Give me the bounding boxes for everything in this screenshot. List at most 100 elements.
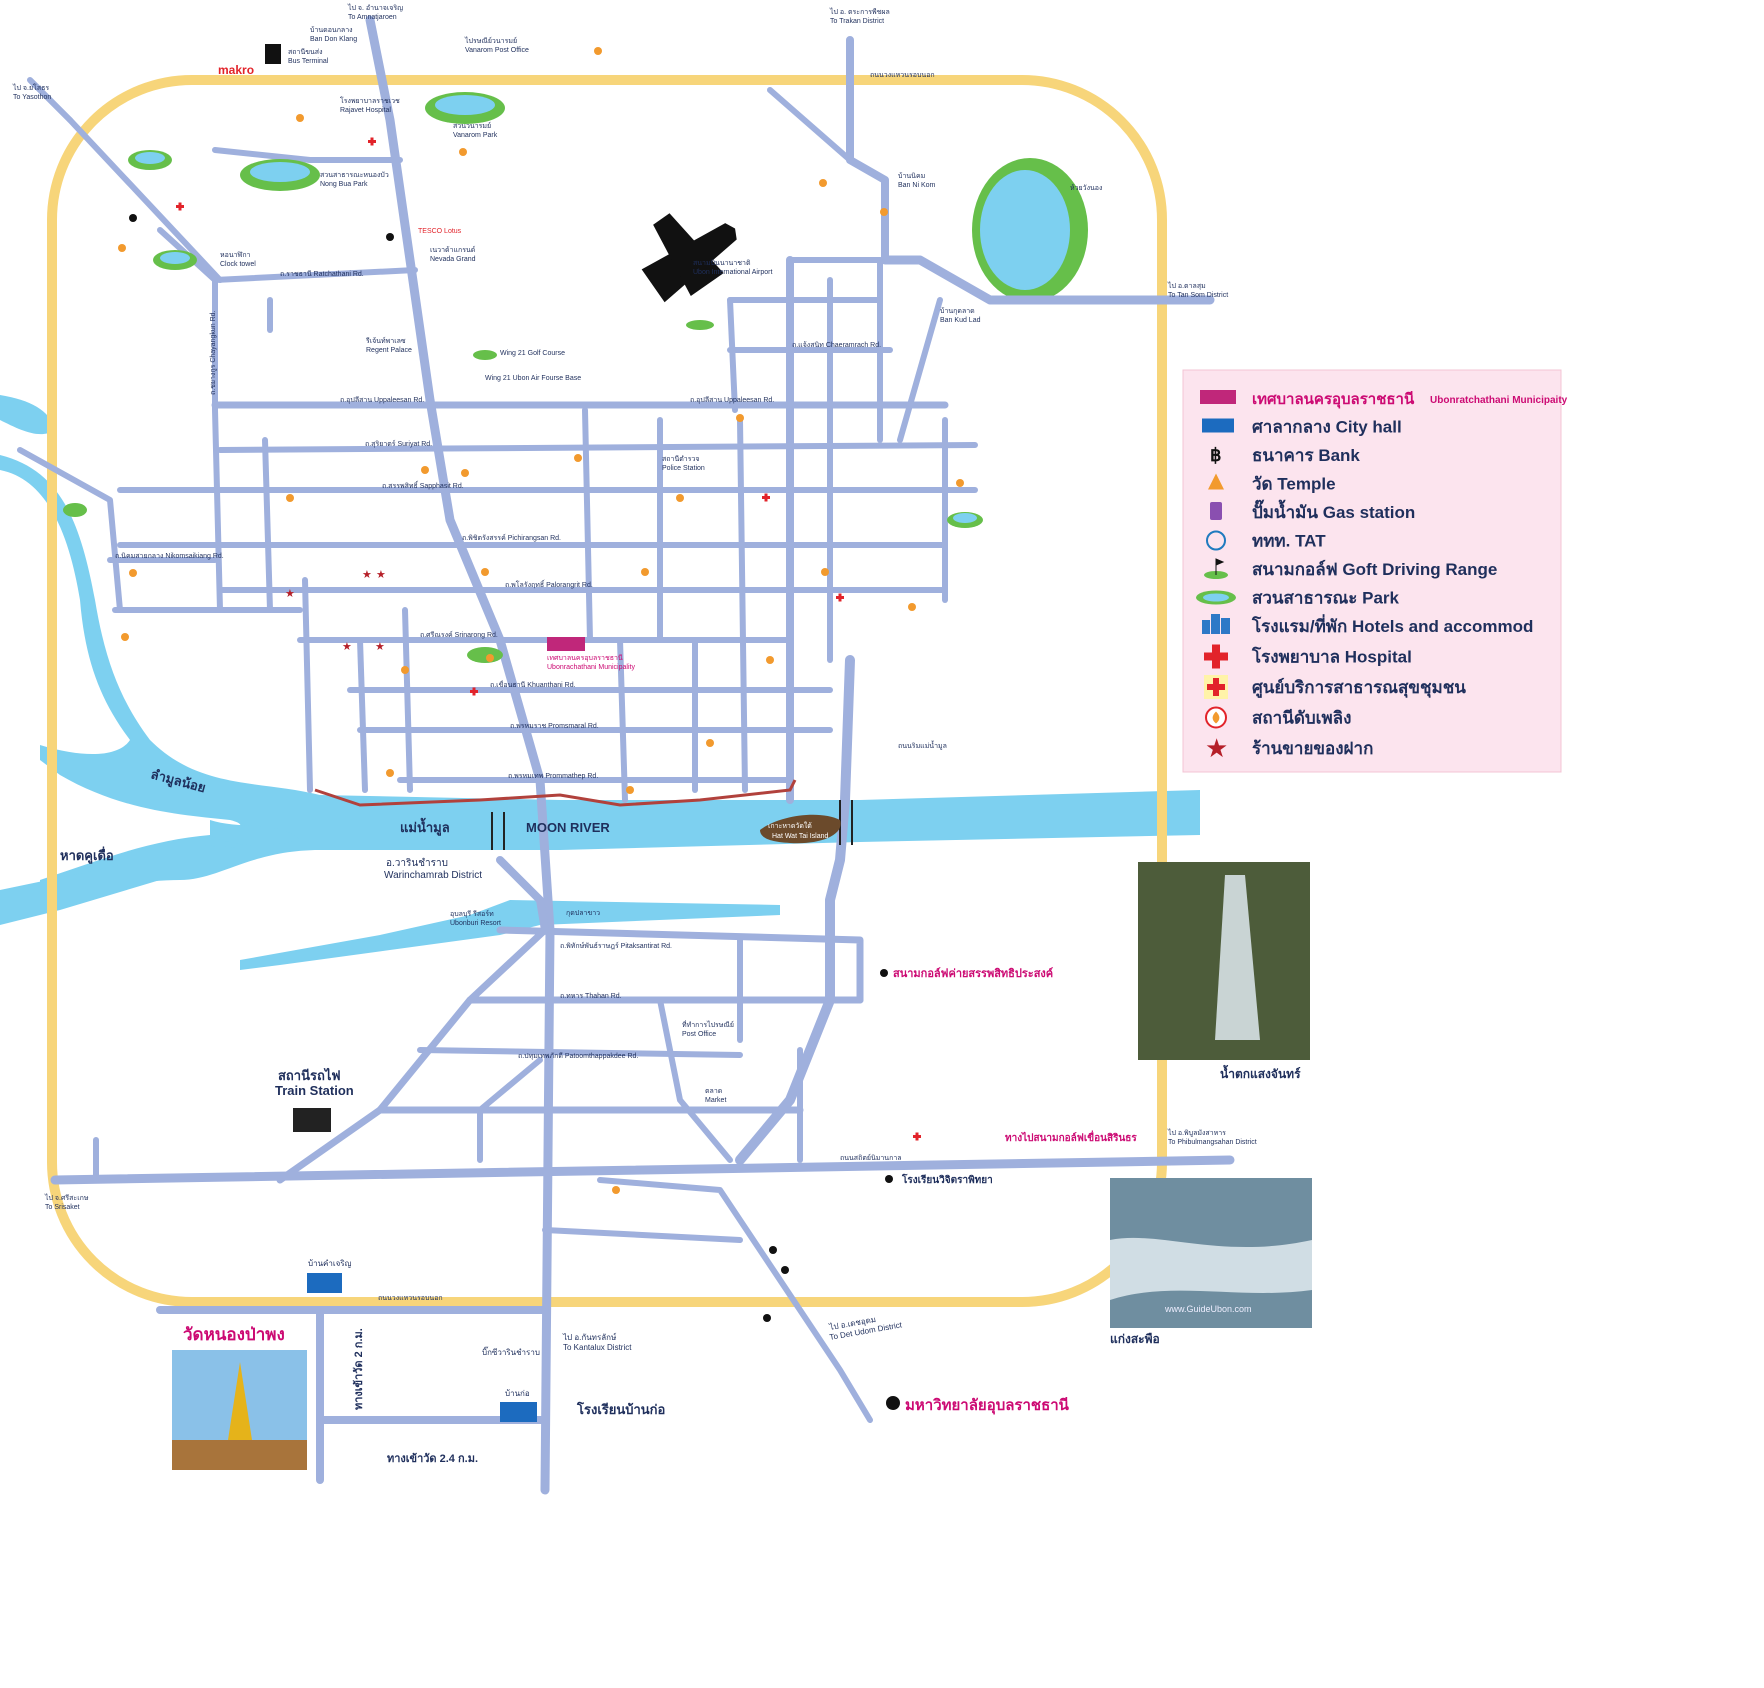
ubonburi-label-en: Ubonburi Resort: [450, 920, 501, 927]
city-hall-icon: [1202, 418, 1234, 433]
gas-station-icon: [1210, 502, 1222, 520]
legend-item-label: ร้านขายของฝาก: [1252, 739, 1373, 758]
clock-tower-label-en: Clock towel: [220, 261, 256, 268]
vanarom-park-label-en: Vanarom Park: [453, 132, 498, 139]
island-label-en: Hat Wat Tai Island: [772, 833, 829, 840]
legend-item-label: ศาลากลาง City hall: [1252, 418, 1402, 437]
clock-tower-label: หอนาฬิกา: [220, 251, 251, 259]
road-suriyat: ถ.สุริยาตร์ Suriyat Rd.: [365, 440, 432, 448]
hotel-icon: [1202, 614, 1230, 634]
road-promsmaral: ถ.พรหมราช Promsmaral Rd.: [510, 723, 599, 730]
ban-kham-charoen-box: [307, 1273, 342, 1293]
police-label: สถานีตำรวจ: [662, 455, 700, 463]
dir-amnat: ไป จ. อำนาจเจริญ: [347, 3, 403, 12]
dir-kantalux: ไป อ.กันทรลักษ์: [562, 1332, 616, 1342]
legend-item-sublabel: Ubonratchathani Municipaity: [1430, 395, 1568, 406]
dir-kantalux-en: To Kantalux District: [563, 1343, 632, 1352]
road-pichirangsan: ถ.พิชิตรังสรรค์ Pichirangsan Rd.: [462, 534, 561, 542]
legend-item-label: ธนาคาร Bank: [1252, 446, 1360, 465]
road-nikomsaikiang: ถ.นิคมสายกลาง Nikomsaikiang Rd.: [115, 552, 224, 560]
train-station-icon: [293, 1108, 331, 1132]
temple-nong-pa-phong-label: วัดหนองป่าพง: [183, 1325, 285, 1344]
vanarom-post-label-en: Vanarom Post Office: [465, 47, 529, 54]
dir-tansom-en: To Tan Som District: [1168, 292, 1228, 299]
ban-kho-box: [500, 1402, 537, 1422]
district-label-en: Warinchamrab District: [384, 870, 482, 881]
mun-river-park-label: ถนนริมแม่น้ำมูล: [898, 739, 947, 750]
legend-item-label: วัด Temple: [1252, 475, 1336, 494]
legend-item-label: เทศบาลนครอุบลราชธานี: [1252, 391, 1415, 409]
bus-terminal-icon: [265, 44, 281, 64]
dir-trakan-en: To Trakan District: [830, 18, 884, 25]
ban-don-klang-label-en: Ban Don Klang: [310, 36, 357, 43]
svg-text:฿: ฿: [1210, 445, 1221, 465]
vanarom-post-label: ไปรษณีย์วนารมย์: [464, 36, 517, 45]
beach-label: หาดคูเดื่อ: [60, 846, 114, 864]
river-label-en: MOON RIVER: [526, 820, 610, 835]
temple-markers: [118, 47, 964, 1194]
road-sapphasit: ถ.สรรพสิทธิ์ Sapphasit Rd.: [382, 480, 464, 490]
dir-phibun: ไป อ.พิบูลมังสาหาร: [1167, 1128, 1226, 1137]
dir-srisaket-en: To Srisaket: [45, 1204, 80, 1211]
road-chayangkun: ถ.ชยางกูร Chayangkun Rd.: [210, 310, 217, 395]
svg-text:★: ★: [375, 641, 385, 653]
dir-amnat-en: To Amnatjaroen: [348, 14, 397, 21]
nevada-label-en: Nevada Grand: [430, 256, 476, 263]
road-palorangrit: ถ.พโลรังฤทธิ์ Palorangrit Rd.: [505, 579, 593, 589]
lake-huai-wang-nong: [972, 158, 1088, 302]
legend-item-label: ศูนย์บริการสาธารณสุขชุมชน: [1252, 677, 1466, 699]
ban-don-klang-label: บ้านดอนกลาง: [310, 26, 353, 34]
municipality-map-label-en: Ubonrachathani Municipality: [547, 664, 635, 671]
wing21-label: Wing 21 Golf Course: [500, 350, 565, 357]
municipality-map-label: เทศบาลนครอุบลราชธานี: [547, 654, 623, 662]
fire-station-icon: [1205, 706, 1227, 729]
tesco-label: TESCO Lotus: [418, 228, 462, 235]
rajavet-label: โรงพยาบาลราชเวช: [340, 96, 400, 105]
municipality-icon: [547, 637, 585, 651]
municipality-icon: [1200, 390, 1236, 404]
health-center-icon: [1204, 675, 1228, 699]
dir-srisaket: ไป จ.ศรีสะเกษ: [44, 1193, 89, 1202]
road-network: [17, 15, 1235, 1495]
golf-link-label: ทางไปสนามกอล์ฟเขื่อนสิรินธร: [1005, 1130, 1137, 1144]
road-chaeramrach: ถ.แจ้งสนิท Chaeramrach Rd.: [792, 341, 881, 349]
road-uppalisan-2: ถ.อุปลีสาน Uppaleesan Rd.: [690, 396, 774, 404]
svg-text:★: ★: [285, 588, 295, 600]
road-prommathep: ถ.พรหมเทพ Prommathep Rd.: [508, 773, 598, 780]
wing21-base-label: Wing 21 Ubon Air Fourse Base: [485, 375, 581, 382]
road-pitaksantirat: ถ.พิทักษ์พันธ์ราษฎร์ Pitaksantirat Rd.: [560, 942, 672, 950]
park-icon: [1196, 590, 1236, 605]
road-khuanthani: ถ.เขื่อนธานี Khuanthani Rd.: [490, 680, 576, 689]
temple-icon: [1208, 473, 1224, 490]
dir-yasothon-en: To Yasothon: [13, 94, 51, 101]
ring-road-bottom-label: ถนนวงแหวนรอบนอก: [378, 1295, 443, 1302]
dir-trakan: ไป อ. ตระการพืชผล: [829, 7, 890, 16]
bus-terminal-label: สถานีขนส่ง: [288, 48, 323, 56]
post-office-label-en: Post Office: [682, 1031, 716, 1038]
ni-kom-label: บ้านนิคม: [898, 172, 925, 180]
ban-kho-label: บ้านก่อ: [505, 1389, 530, 1398]
vanarom-park-label: สวนวนารมย์: [453, 122, 491, 130]
road-in-2km-label: ทางเข้าวัด 2 ก.ม.: [352, 1328, 365, 1410]
dir-yasothon: ไป จ.ยโสธร: [12, 83, 49, 92]
train-station-label-th: สถานีรถไฟ: [278, 1067, 341, 1083]
ring-road-top-label: ถนนวงแหวนรอบนอก: [870, 72, 935, 79]
school-ban-kho-label: โรงเรียนบ้านก่อ: [576, 1401, 665, 1417]
road-patoomthep: ถ.ปทุมเทพภักดี Patoomthappakdee Rd.: [518, 1052, 638, 1060]
ring-road: [47, 75, 1167, 1307]
nong-bua-park-label: สวนสาธารณะหนองบัว: [320, 171, 389, 179]
kud-lad-label: บ้านกุดลาด: [940, 307, 975, 315]
waterfall-label: น้ำตกแสงจันทร์: [1220, 1064, 1301, 1081]
ban-kham-charoen-label: บ้านคำเจริญ: [308, 1259, 352, 1268]
market-label: ตลาด: [705, 1088, 722, 1095]
svg-text:★: ★: [376, 569, 386, 581]
souvenir-markers: ★ ★ ★ ★ ★: [285, 569, 386, 653]
souvenir-icon: ★: [1205, 733, 1228, 763]
landmark-dots: [129, 214, 900, 1410]
nong-bua-park-label-en: Nong Bua Park: [320, 181, 368, 188]
legend-panel: [1182, 369, 1562, 773]
legend-item-label: สวนสาธารณะ Park: [1252, 589, 1400, 608]
road-sathit: ถนนสถิตย์นิมานกาล: [840, 1154, 902, 1162]
